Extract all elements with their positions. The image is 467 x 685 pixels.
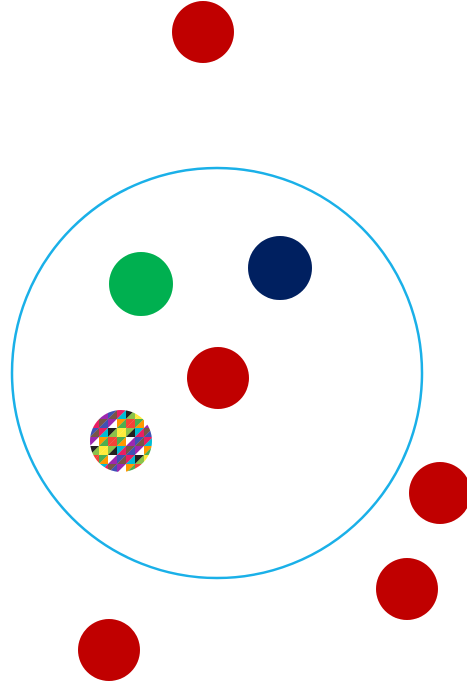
red-dot-3[interactable] xyxy=(376,558,438,620)
red-dot-4[interactable] xyxy=(78,619,140,681)
red-dot-center[interactable] xyxy=(187,347,249,409)
red-dot-1[interactable] xyxy=(172,1,234,63)
green-dot[interactable] xyxy=(109,252,173,316)
navy-dot[interactable] xyxy=(248,236,312,300)
